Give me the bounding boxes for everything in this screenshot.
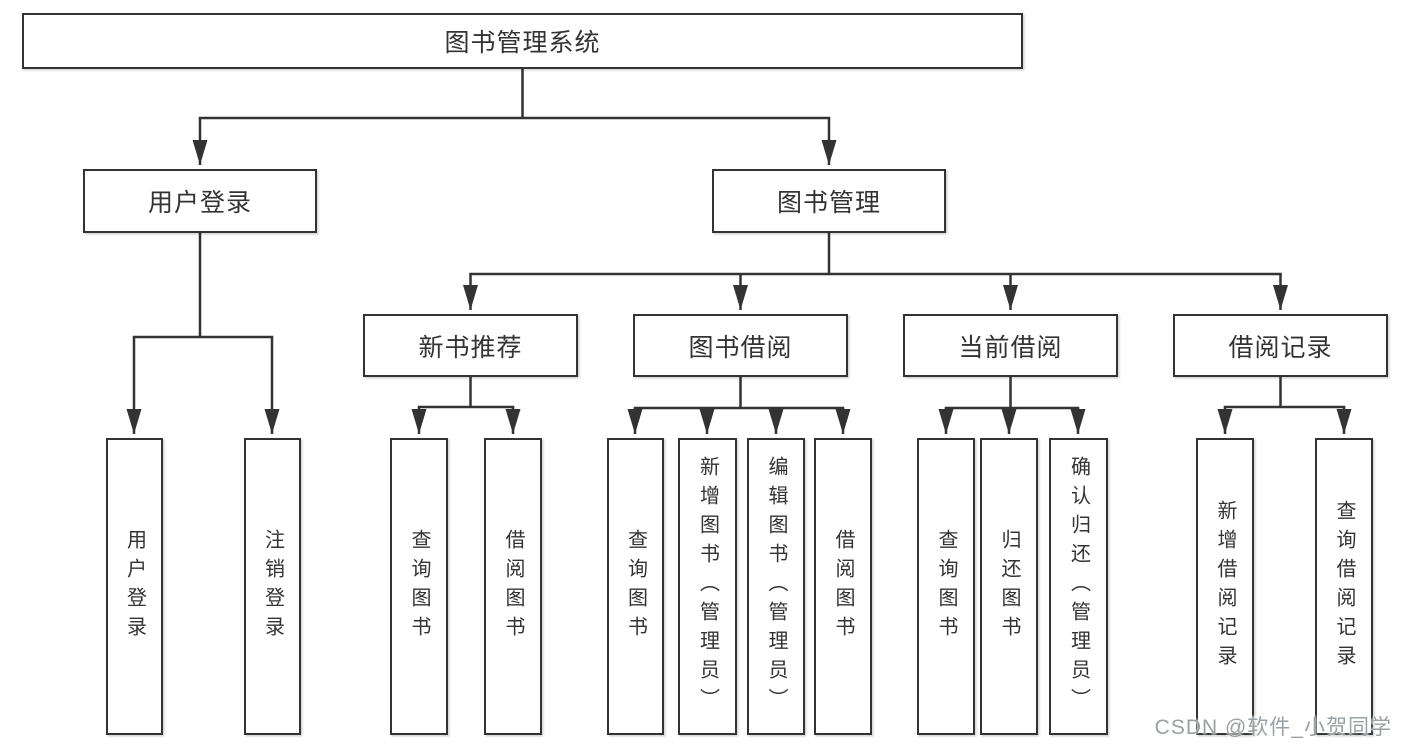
- leaf-query-borrow-record-label: 查询借阅记录: [1333, 499, 1355, 674]
- node-borrow-records: 借阅记录: [1173, 314, 1388, 377]
- leaf-user-login-label: 用户登录: [123, 528, 146, 645]
- node-library-system: 图书管理系统: [22, 13, 1023, 69]
- leaf-user-login: 用户登录: [106, 438, 163, 735]
- leaf-confirm-return-admin-label: 确认归还（管理员）: [1067, 456, 1090, 717]
- leaf-edit-book-admin: 编辑图书（管理员）: [747, 438, 805, 735]
- node-book-borrow: 图书借阅: [633, 314, 848, 377]
- leaf-edit-book-admin-label: 编辑图书（管理员）: [765, 456, 787, 717]
- node-new-book-recommend-label: 新书推荐: [418, 333, 523, 362]
- node-user-login: 用户登录: [83, 169, 317, 233]
- node-book-management-label: 图书管理: [776, 189, 881, 217]
- connector-book-borrow-branch: [627, 377, 851, 434]
- leaf-borrow-book-recommend: 借阅图书: [484, 438, 542, 735]
- node-library-system-label: 图书管理系统: [444, 29, 601, 57]
- node-user-login-label: 用户登录: [147, 189, 252, 217]
- leaf-query-book-recommend-label: 查询图书: [408, 528, 430, 645]
- watermark: CSDN @软件_小贺同学: [1154, 716, 1392, 739]
- connector-root-to-level2: [192, 69, 837, 165]
- leaf-confirm-return-admin: 确认归还（管理员）: [1049, 438, 1108, 735]
- node-new-book-recommend: 新书推荐: [363, 314, 578, 377]
- connector-new-book-branch: [411, 377, 521, 434]
- connector-borrow-records-branch: [1217, 377, 1352, 434]
- leaf-add-borrow-record-label: 新增借阅记录: [1214, 499, 1236, 674]
- leaf-return-book-label: 归还图书: [998, 528, 1020, 645]
- leaf-logout: 注销登录: [244, 438, 301, 735]
- connector-book-management-branch: [463, 233, 1288, 310]
- leaf-add-book-admin-label: 新增图书（管理员）: [696, 456, 719, 717]
- leaf-query-borrow-record: 查询借阅记录: [1315, 438, 1373, 735]
- leaf-add-borrow-record: 新增借阅记录: [1196, 438, 1254, 735]
- leaf-return-book: 归还图书: [980, 438, 1038, 735]
- leaf-query-book-borrow: 查询图书: [607, 438, 664, 735]
- leaf-query-current-borrow: 查询图书: [917, 438, 975, 735]
- node-current-borrow: 当前借阅: [903, 314, 1118, 377]
- leaf-borrow-book-label: 借阅图书: [832, 528, 854, 645]
- node-current-borrow-label: 当前借阅: [958, 333, 1063, 362]
- connector-current-borrow-branch: [938, 377, 1086, 434]
- leaf-query-book-recommend: 查询图书: [390, 438, 448, 735]
- leaf-add-book-admin: 新增图书（管理员）: [678, 438, 737, 735]
- leaf-query-current-borrow-label: 查询图书: [935, 528, 957, 645]
- leaf-borrow-book-recommend-label: 借阅图书: [502, 528, 524, 645]
- leaf-query-book-borrow-label: 查询图书: [624, 528, 647, 645]
- connector-user-login-branch: [126, 233, 280, 434]
- leaf-logout-label: 注销登录: [261, 528, 284, 645]
- node-book-management: 图书管理: [712, 169, 946, 233]
- node-borrow-records-label: 借阅记录: [1228, 333, 1333, 362]
- leaf-borrow-book: 借阅图书: [814, 438, 872, 735]
- node-book-borrow-label: 图书借阅: [688, 333, 793, 362]
